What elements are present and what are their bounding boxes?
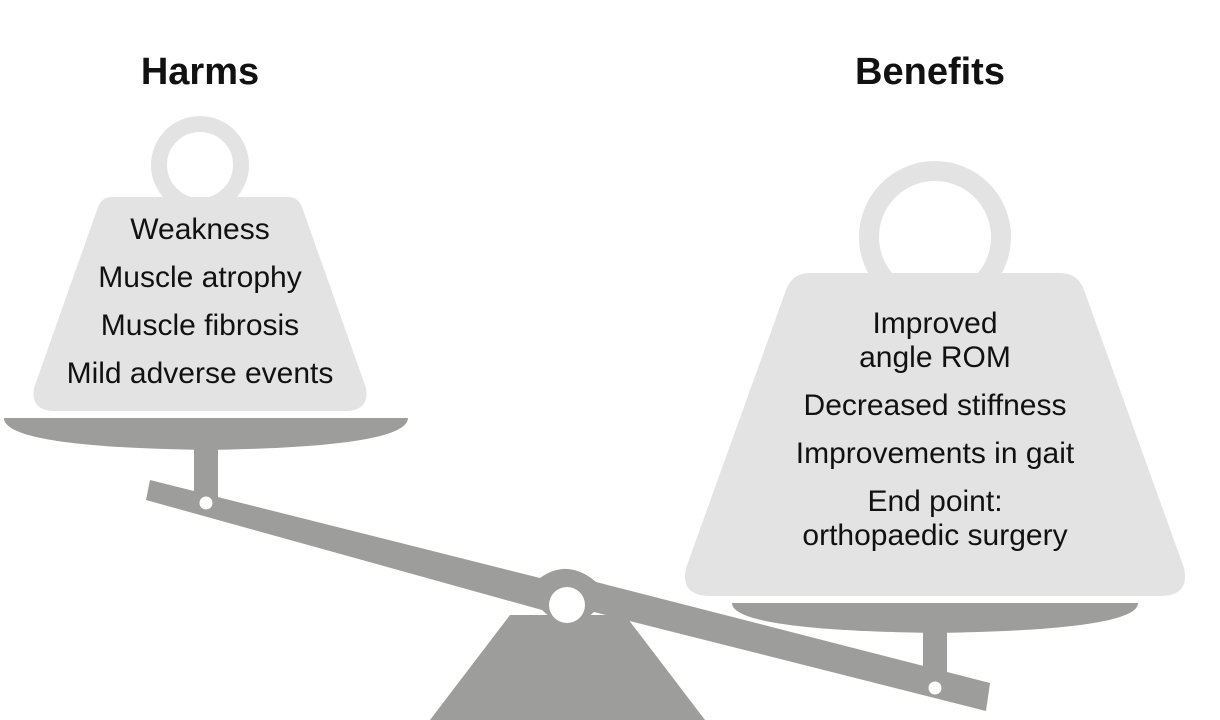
fulcrum-base (430, 615, 705, 720)
benefits-item-end-point: End point: orthopaedic surgery (802, 485, 1068, 552)
harms-item-weakness: Weakness (130, 213, 270, 246)
right-pan-joint (928, 681, 942, 695)
benefits-list: Improved angle ROM Decreased stiffness I… (700, 307, 1170, 567)
harms-list: Weakness Muscle atrophy Muscle fibrosis … (30, 212, 370, 404)
harms-item-mild-adverse-events: Mild adverse events (66, 357, 334, 390)
right-pan-stem (923, 630, 947, 685)
right-pan (732, 603, 1138, 633)
harms-weight-body (33, 197, 367, 411)
harms-weight-handle (151, 116, 249, 214)
left-pan-joint (199, 496, 213, 510)
left-pan-stem (194, 446, 218, 498)
benefits-item-gait: Improvements in gait (795, 437, 1075, 470)
benefits-weight-body (685, 273, 1185, 596)
harms-heading: Harms (140, 51, 260, 93)
benefits-heading: Benefits (855, 51, 1005, 93)
benefits-item-improved-rom: Improved angle ROM (859, 307, 1011, 374)
benefits-item-decreased-stiffness: Decreased stiffness (803, 389, 1067, 422)
harms-item-muscle-atrophy: Muscle atrophy (98, 261, 302, 294)
beam-pivot (549, 587, 585, 623)
harms-item-muscle-fibrosis: Muscle fibrosis (100, 309, 300, 342)
left-pan (4, 418, 408, 450)
